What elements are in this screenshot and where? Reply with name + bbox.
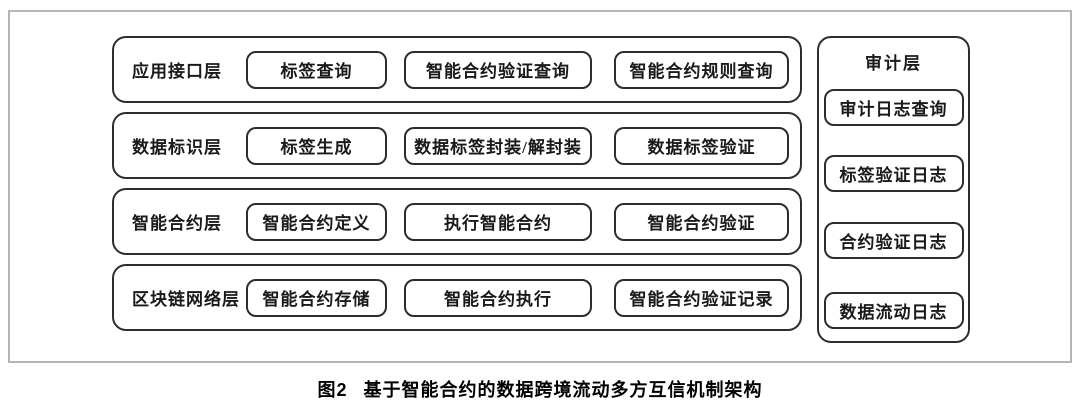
layer-boxes-blockchain-network: 智能合约存储 智能合约执行 智能合约验证记录	[246, 278, 789, 317]
audit-layer-column: 审计层 审计日志查询 标签验证日志 合约验证日志 数据流动日志	[817, 36, 970, 343]
box-contract-verify-record: 智能合约验证记录	[614, 278, 789, 317]
box-contract-definition: 智能合约定义	[246, 202, 387, 241]
layer-label-blockchain-network: 区块链网络层	[132, 290, 240, 309]
layer-boxes-smart-contract: 智能合约定义 执行智能合约 智能合约验证	[246, 202, 789, 241]
box-contract-verification: 智能合约验证	[614, 202, 789, 241]
box-smart-contract-rule-query: 智能合约规则查询	[614, 50, 789, 89]
diagram-outer-frame: 应用接口层 标签查询 智能合约验证查询 智能合约规则查询 数据标识层 标签生成 …	[8, 10, 1072, 363]
box-contract-execution: 执行智能合约	[404, 202, 592, 241]
box-tag-query: 标签查询	[246, 50, 387, 89]
box-tag-encapsulation: 数据标签封装/解封装	[404, 126, 592, 165]
box-contract-run: 智能合约执行	[404, 278, 592, 317]
layer-row-blockchain-network: 区块链网络层 智能合约存储 智能合约执行 智能合约验证记录	[112, 264, 802, 331]
box-contract-verify-log: 合约验证日志	[823, 222, 964, 259]
layer-row-smart-contract: 智能合约层 智能合约定义 执行智能合约 智能合约验证	[112, 188, 802, 255]
box-smart-contract-verify-query: 智能合约验证查询	[404, 50, 592, 89]
box-contract-storage: 智能合约存储	[246, 278, 387, 317]
box-data-flow-log: 数据流动日志	[823, 292, 964, 329]
figure-caption: 图2 基于智能合约的数据跨境流动多方互信机制架构	[0, 376, 1080, 402]
figure-number: 图2	[317, 380, 348, 400]
box-tag-verify-log: 标签验证日志	[823, 155, 964, 192]
layer-label-application-interface: 应用接口层	[132, 62, 222, 81]
figure-title: 基于智能合约的数据跨境流动多方互信机制架构	[363, 380, 763, 400]
layer-boxes-data-identification: 标签生成 数据标签封装/解封装 数据标签验证	[246, 126, 789, 165]
layer-row-data-identification: 数据标识层 标签生成 数据标签封装/解封装 数据标签验证	[112, 112, 802, 179]
layer-label-smart-contract: 智能合约层	[132, 214, 222, 233]
layers-stack: 应用接口层 标签查询 智能合约验证查询 智能合约规则查询 数据标识层 标签生成 …	[112, 36, 802, 331]
audit-layer-title: 审计层	[865, 54, 922, 73]
box-tag-verification: 数据标签验证	[614, 126, 789, 165]
layer-row-application-interface: 应用接口层 标签查询 智能合约验证查询 智能合约规则查询	[112, 36, 802, 103]
box-audit-log-query: 审计日志查询	[823, 89, 964, 126]
box-tag-generation: 标签生成	[246, 126, 387, 165]
layer-label-data-identification: 数据标识层	[132, 138, 222, 157]
layer-boxes-application-interface: 标签查询 智能合约验证查询 智能合约规则查询	[246, 50, 789, 89]
